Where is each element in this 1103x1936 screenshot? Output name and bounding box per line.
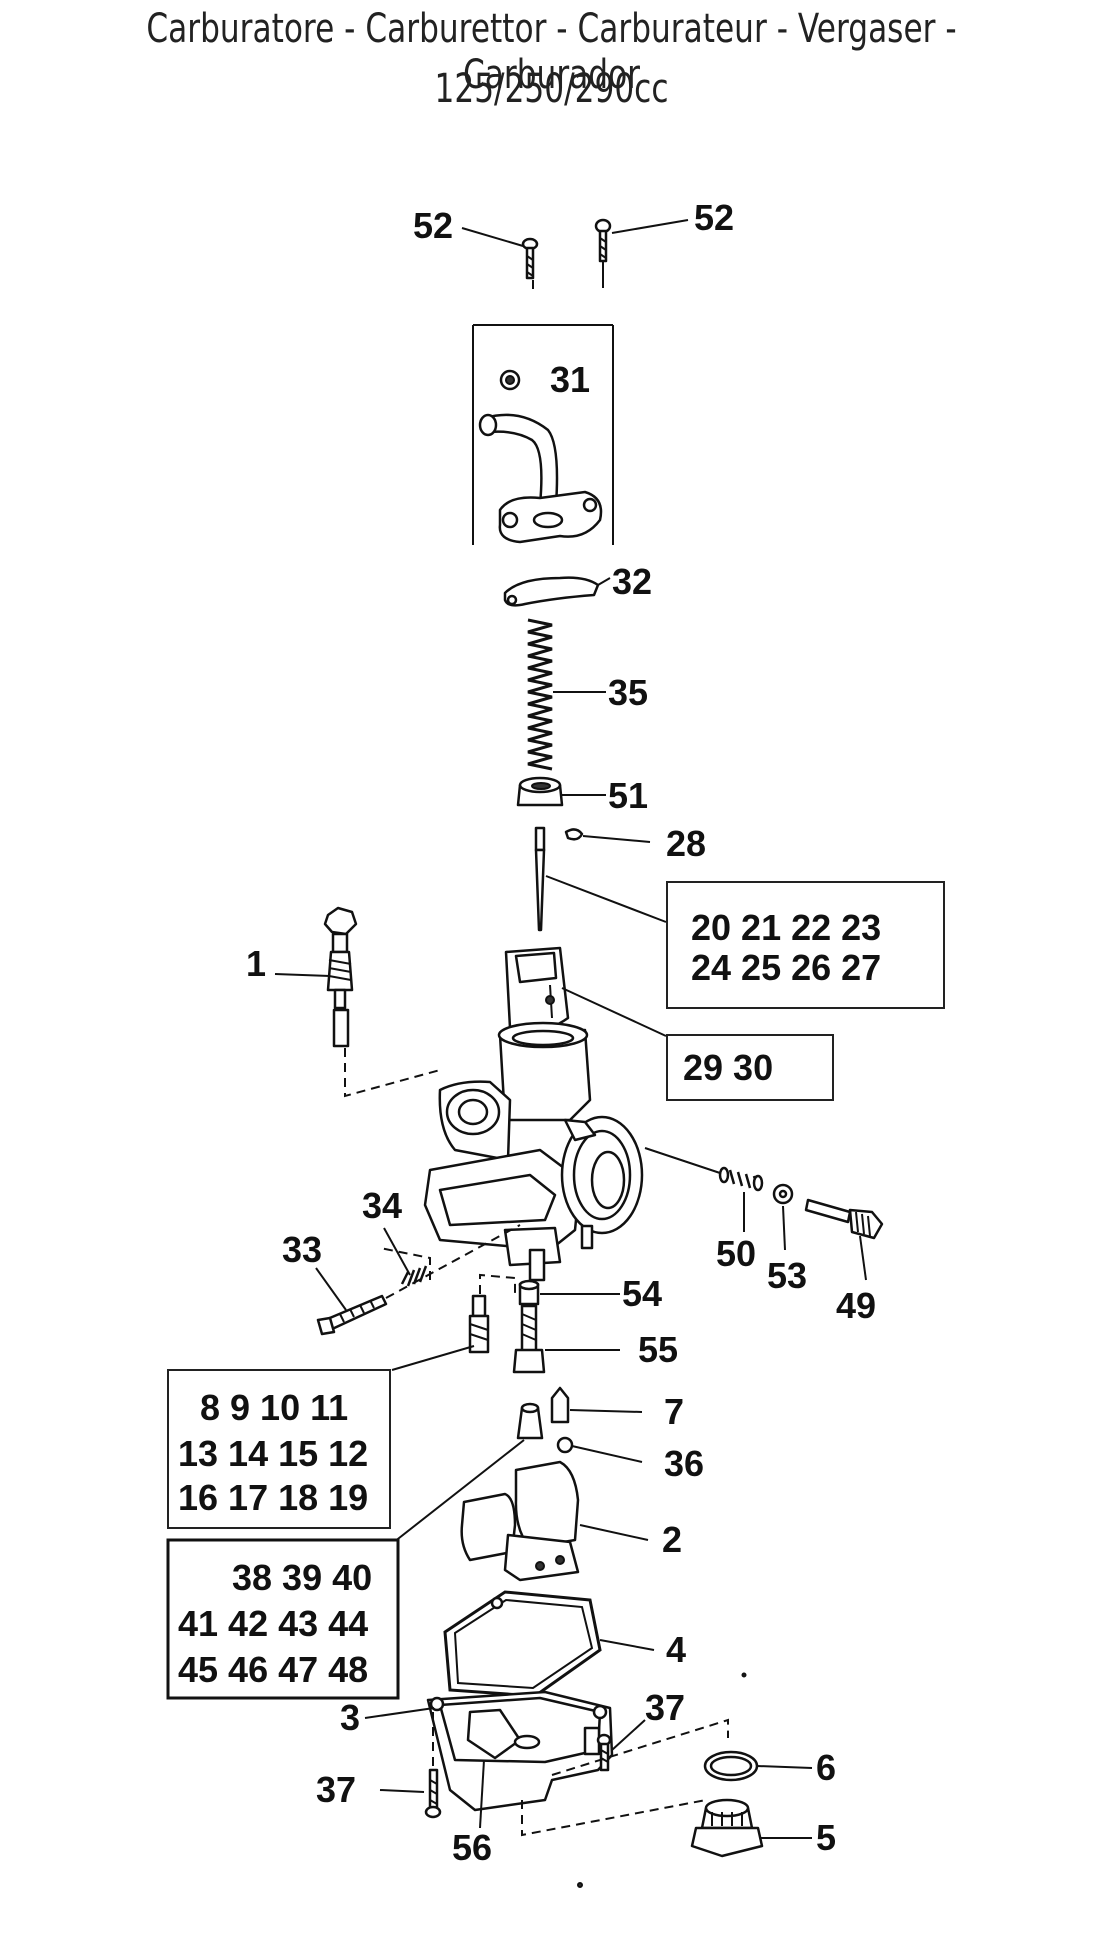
callout-37-left: 37 — [316, 1769, 356, 1810]
callout-6: 6 — [816, 1747, 836, 1788]
callout-55: 55 — [638, 1329, 678, 1370]
callout-51: 51 — [608, 775, 648, 816]
part-throttle-stop-screw-33[interactable] — [316, 1294, 388, 1336]
group-needles-row-2: 24 25 26 27 — [691, 947, 881, 988]
callout-28: 28 — [666, 823, 706, 864]
callout-4: 4 — [666, 1629, 686, 1670]
group-main-jets-row-1: 38 39 40 — [232, 1557, 372, 1598]
part-throttle-valve[interactable] — [504, 946, 570, 1033]
part-float-bowl-gasket-4[interactable] — [443, 1590, 602, 1698]
part-screw-37-left[interactable] — [424, 1768, 442, 1819]
callout-5: 5 — [816, 1817, 836, 1858]
group-pilot-jets-row-1: 8 9 10 11 — [200, 1387, 348, 1428]
group-throttle-valves-row-1: 29 30 — [683, 1047, 773, 1088]
callout-7: 7 — [664, 1391, 684, 1432]
group-pilot-jets-row-2: 13 14 15 12 — [178, 1433, 368, 1474]
leader-52-left — [461, 227, 524, 247]
part-screw-37-right[interactable] — [596, 1733, 612, 1772]
part-jet-needle[interactable] — [534, 826, 546, 932]
part-clip-36[interactable] — [556, 1436, 574, 1454]
part-gasket-32[interactable] — [503, 576, 611, 607]
part-pilot-screw-49[interactable] — [804, 1198, 884, 1240]
callout-37-right: 37 — [645, 1687, 685, 1728]
part-washer-53[interactable] — [772, 1183, 794, 1205]
part-needle-jet-54[interactable] — [518, 1279, 540, 1306]
callout-52-left: 52 — [413, 205, 453, 246]
callout-33: 33 — [282, 1229, 322, 1270]
part-drain-plug-5[interactable] — [690, 1798, 764, 1858]
part-jet-holder-55[interactable] — [512, 1304, 546, 1374]
part-retainer-51[interactable] — [516, 776, 564, 807]
group-box-pilot-jets[interactable] — [167, 1369, 391, 1529]
callout-52-right: 52 — [694, 197, 734, 238]
part-spring-35[interactable] — [527, 618, 553, 771]
callout-36: 36 — [664, 1443, 704, 1484]
callout-32: 32 — [612, 561, 652, 602]
callout-56: 56 — [452, 1827, 492, 1868]
group-box-main-jets[interactable] — [166, 1538, 400, 1700]
callout-2: 2 — [662, 1519, 682, 1560]
callout-1: 1 — [246, 943, 266, 984]
part-clip-28[interactable] — [564, 828, 584, 841]
group-main-jets-row-3: 45 46 47 48 — [178, 1649, 368, 1690]
group-box-needles[interactable] — [666, 881, 945, 1009]
stray-mark — [741, 1672, 747, 1678]
part-float-bowl[interactable] — [426, 1690, 614, 1812]
part-cap-assembly-31[interactable] — [472, 324, 614, 545]
part-screw-52-right[interactable] — [594, 218, 612, 288]
callout-49: 49 — [836, 1285, 876, 1326]
part-air-screw-1[interactable] — [323, 906, 358, 1048]
group-box-throttle-valves[interactable] — [666, 1034, 834, 1101]
group-pilot-jets-row-3: 16 17 18 19 — [178, 1477, 368, 1518]
callout-3: 3 — [340, 1697, 360, 1738]
stray-mark — [577, 1882, 583, 1888]
callout-31: 31 — [550, 359, 590, 400]
callout-34: 34 — [362, 1185, 402, 1226]
diagram-subtitle: 125/250/290cc — [434, 66, 669, 112]
part-carburetor-body[interactable] — [423, 1021, 644, 1282]
part-float-needle-7[interactable] — [550, 1386, 570, 1424]
group-main-jets-row-2: 41 42 43 44 — [178, 1603, 368, 1644]
part-o-ring-6[interactable] — [703, 1750, 759, 1782]
group-needles-row-1: 20 21 22 23 — [691, 907, 881, 948]
part-screw-52-left[interactable] — [521, 237, 539, 280]
diagram-title: Carburatore - Carburettor - Carburateur … — [146, 6, 957, 98]
callout-54: 54 — [622, 1273, 662, 1314]
callout-35: 35 — [608, 672, 648, 713]
callout-53: 53 — [767, 1255, 807, 1296]
part-pilot-jet[interactable] — [468, 1294, 490, 1354]
callout-50: 50 — [716, 1233, 756, 1274]
part-spring-50[interactable] — [718, 1166, 764, 1192]
part-main-jet[interactable] — [516, 1402, 544, 1440]
leader-52-right — [611, 219, 689, 234]
part-spring-34[interactable] — [400, 1265, 428, 1287]
part-float-2[interactable] — [460, 1460, 580, 1582]
